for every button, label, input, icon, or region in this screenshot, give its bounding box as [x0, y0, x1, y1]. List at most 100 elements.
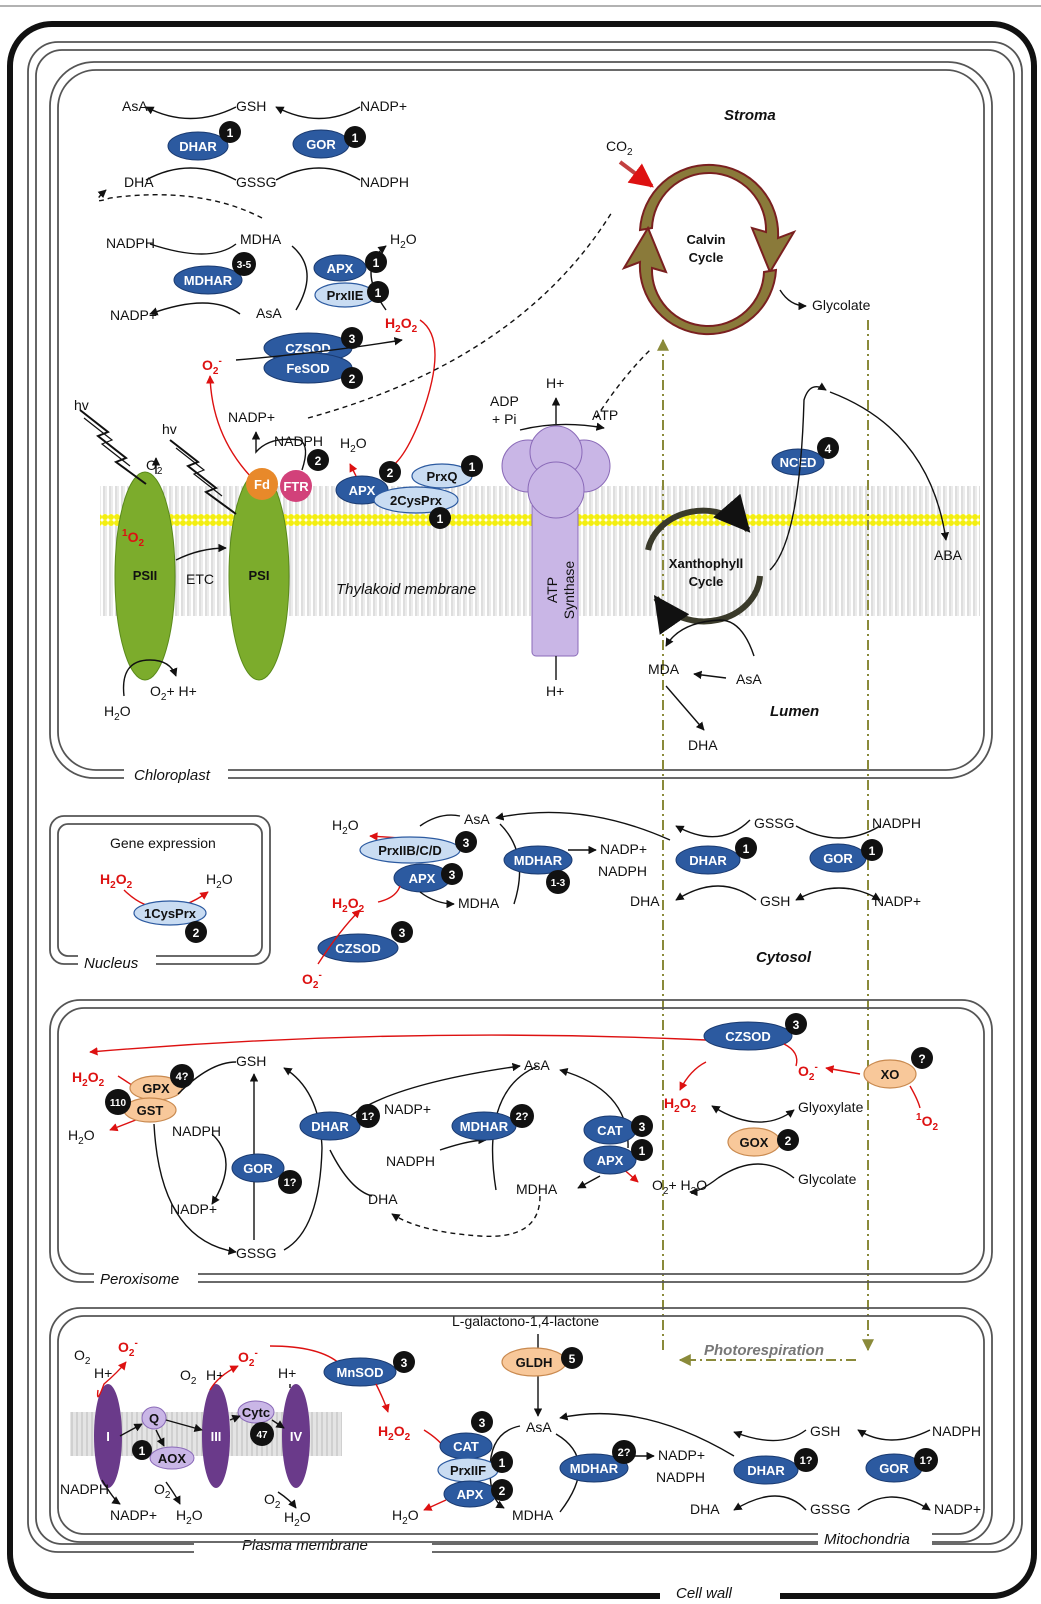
enzyme-cat: CAT	[453, 1439, 479, 1454]
met-gssg: GSSG	[810, 1501, 850, 1517]
enzyme-nced	[771, 448, 825, 476]
calvin-label-1: Calvin	[686, 232, 725, 247]
nucleus-inner	[57, 823, 263, 957]
met-gsh: GSH	[760, 893, 790, 909]
psi-label: PSI	[249, 568, 270, 583]
met-nadp: NADP+	[110, 1507, 157, 1523]
met-singlet-o2: 1O2	[122, 528, 144, 549]
met-hplus: H+	[278, 1365, 296, 1381]
nced-label: NCED	[780, 455, 817, 470]
complex-iv-arrow	[277, 1491, 297, 1509]
complex-iv: IV	[290, 1429, 303, 1444]
met-h2o: H2O	[176, 1507, 203, 1527]
met-asa: AsA	[524, 1057, 550, 1073]
met-h2o2: H2O2	[72, 1069, 105, 1089]
met-dha: DHA	[690, 1501, 720, 1517]
enzyme-cat: CAT	[597, 1123, 623, 1138]
met-nadph: NADPH	[172, 1123, 221, 1139]
met-mdha: MDHA	[516, 1181, 558, 1197]
met-asa: AsA	[464, 811, 490, 827]
enzyme-apx: APX	[597, 1153, 624, 1168]
met-asa: AsA	[526, 1419, 552, 1435]
met-nadp: NADP+	[600, 841, 647, 857]
met-o2-hplus: O2+ H+	[150, 683, 197, 703]
met-h2o2: H2O2	[664, 1095, 697, 1115]
badge: 3-5	[237, 260, 252, 271]
lightning-1b	[83, 417, 131, 467]
met-glycolate: Glycolate	[798, 1171, 857, 1187]
gldh-label: GLDH	[516, 1355, 553, 1370]
mdha-to-dha-dash	[97, 189, 263, 219]
cw-label-bg	[660, 1584, 780, 1604]
met-o2-h2o: O2+ H2O	[652, 1177, 707, 1197]
water-split-arrow	[122, 659, 178, 697]
fd-to-superoxide	[206, 375, 259, 485]
chloroplast-outer	[49, 61, 993, 779]
enzyme-mdhar: MDHAR	[514, 853, 563, 868]
complex-i-superoxide	[96, 1361, 127, 1398]
asa-to-mda	[665, 619, 755, 657]
enzyme-prxiie: PrxIIE	[327, 288, 364, 303]
enzyme-xo	[863, 1059, 917, 1089]
enzyme-czsod: CZSOD	[725, 1029, 771, 1044]
enzyme-apx: APX	[457, 1487, 484, 1502]
enzyme-dhar: DHAR	[747, 1463, 785, 1478]
enzyme-apx: APX	[409, 871, 436, 886]
nadph-arrow	[101, 1479, 121, 1505]
complex-iii-superoxide	[209, 1365, 239, 1391]
met-asa: AsA	[736, 671, 762, 687]
czsod-to-gpx-arc	[89, 1034, 707, 1056]
badge: 2	[499, 1484, 506, 1498]
met-superoxide: O2-	[202, 356, 222, 377]
enzyme-gpx: GPX	[142, 1081, 170, 1096]
mito-dhar-gor: DHAR 1? GSH DHA GSSG GOR 1? NADPH NADP+	[690, 1423, 981, 1517]
etc-arrow	[175, 543, 227, 561]
cytochrome-c: Cytc	[242, 1405, 270, 1420]
enzyme-prxiif: PrxIIF	[450, 1463, 486, 1478]
xo-label: XO	[881, 1067, 900, 1082]
met-h2o: H2O	[390, 231, 417, 251]
badge: 1	[227, 126, 234, 140]
cell-wall-outline	[7, 21, 1037, 1599]
nuc-label-bg	[78, 954, 156, 970]
met-o2: O2	[180, 1367, 197, 1387]
badge: 5	[569, 1352, 576, 1366]
nadph-arrow	[251, 431, 307, 471]
perox-label-bg	[94, 1270, 198, 1288]
badge: 3	[463, 836, 470, 850]
perox-gpx-gst: H2O2 H2O GPX GST 4? 110	[68, 1061, 237, 1255]
met-nadp: NADP+	[658, 1447, 705, 1463]
badge: 2	[349, 372, 356, 386]
mito-inner	[57, 1315, 985, 1535]
atp-label-2: Synthase	[561, 561, 577, 620]
perox-czsod: CZSOD 3	[703, 1013, 807, 1067]
czsod-to-h2o2	[679, 1061, 707, 1091]
complex-i: I	[106, 1429, 110, 1444]
met-gsh: GSH	[236, 98, 266, 114]
met-h2o: H2O	[332, 817, 359, 837]
mito-outer	[49, 1307, 993, 1543]
badge: 2	[785, 1134, 792, 1148]
met-l-galactono-lactone: L-galactono-1,4-lactone	[452, 1313, 599, 1329]
met-nadph: NADPH	[872, 815, 921, 831]
ftr-label: FTR	[283, 479, 309, 494]
perox-cat-apx: CAT 3 APX 1 O2+ H2O	[559, 1068, 707, 1197]
cytosol-mdhar: MDHAR 1-3 NADP+ NADPH	[499, 823, 647, 905]
met-dha: DHA	[630, 893, 660, 909]
perox-gox: GOX 2 Glyoxylate Glycolate	[689, 1099, 864, 1197]
photorespiration-label: Photorespiration	[704, 1342, 824, 1359]
chloroplast-inner	[57, 69, 985, 771]
nced-up-arrow	[769, 382, 827, 571]
met-asa: AsA	[256, 305, 282, 321]
1cysprx-label: 1CysPrx	[144, 906, 197, 921]
ubiquinone: Q	[149, 1411, 159, 1426]
dhar-gor-chloroplast: DHAR 1 GOR 1 AsA GSH NADP+ DHA GSSG NADP…	[122, 98, 409, 190]
met-dha: DHA	[688, 737, 718, 753]
asa-mda-arrow	[693, 670, 727, 680]
cytosol-label: Cytosol	[756, 949, 812, 966]
badge: 4	[825, 442, 832, 456]
badge: 1	[869, 844, 876, 858]
enzyme-gor: GOR	[823, 851, 853, 866]
met-glycolate: Glycolate	[812, 297, 871, 313]
met-nadp: NADP+	[228, 409, 275, 425]
